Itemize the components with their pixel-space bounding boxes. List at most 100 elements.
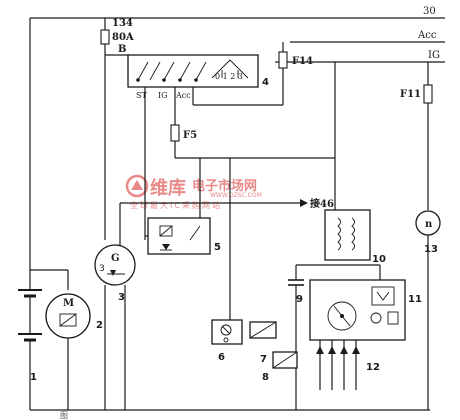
terminal-b-label: B xyxy=(118,44,126,55)
plug-lead-arrow-icon xyxy=(352,346,360,354)
starter-solenoid-diag xyxy=(59,313,77,327)
main-fuse-body xyxy=(100,29,110,45)
tachometer: n 13 xyxy=(415,210,441,410)
generator-g-label: G xyxy=(111,253,120,264)
plug-lead-arrow-icon xyxy=(328,346,336,354)
switch-terminal-dot xyxy=(194,78,198,82)
tachometer-number: 13 xyxy=(424,244,438,255)
tachometer-n-label: n xyxy=(425,219,433,230)
fuse-f11: F11 xyxy=(400,62,433,210)
starter-motor: M 2 xyxy=(30,269,103,410)
relay-number: 5 xyxy=(214,242,221,253)
distributor-module-number: 11 xyxy=(408,294,422,305)
coil-number: 10 xyxy=(372,254,386,265)
generator-diode-icon xyxy=(110,270,116,276)
generator-number: 3 xyxy=(118,292,125,303)
spark-plug-number: 12 xyxy=(366,362,380,373)
generator-phase-label: 3 xyxy=(99,264,105,274)
sensor-lamp-number: 6 xyxy=(218,352,225,363)
ignition-coil: 10 xyxy=(324,209,386,265)
bus-lines: 30 Acc IG xyxy=(30,6,445,63)
watermark-url: WWW.DZSC.COM xyxy=(210,192,262,199)
spark-plug-leads: 12 xyxy=(316,340,380,390)
connector-46-label: 接46 xyxy=(310,197,334,210)
fuse-f11-body xyxy=(423,84,433,104)
switch-contact-2 xyxy=(149,61,161,81)
bus-ig-label: IG xyxy=(428,50,440,61)
solenoid-8-diag xyxy=(272,351,298,369)
generator: G 3 3 xyxy=(94,244,136,410)
starter-solenoid xyxy=(59,313,77,327)
fuse-f14: F14 xyxy=(278,42,313,105)
distributor-module-body xyxy=(309,279,406,341)
connector-arrow-icon xyxy=(300,199,308,207)
ignition-coil-body xyxy=(324,209,371,261)
relay: 5 xyxy=(147,217,221,255)
bus-acc-label: Acc xyxy=(417,30,437,41)
starter-number: 2 xyxy=(96,320,103,331)
watermark-logo-mark xyxy=(131,180,143,190)
distributor-terminal xyxy=(387,311,399,325)
figure-caption: 图 xyxy=(60,411,68,420)
switch-acc-label: Acc xyxy=(175,91,191,100)
sensor-lamp-icon xyxy=(220,324,232,336)
coil-primary-winding xyxy=(337,217,341,251)
coil-secondary-winding xyxy=(351,217,355,251)
switch-terminal-dot xyxy=(162,78,166,82)
solenoid-valve-7: 7 xyxy=(249,321,277,365)
solenoid-valve-8: 8 xyxy=(262,351,298,383)
solenoid-7-diag xyxy=(249,321,277,339)
switch-terminal-dot xyxy=(178,78,182,82)
switch-contact-5 xyxy=(195,61,207,81)
fuse-f11-label: F11 xyxy=(400,89,421,100)
main-fuse: 134 80A B xyxy=(100,18,134,55)
watermark-brand: 维库 xyxy=(150,177,186,199)
sensor-lamp: 6 xyxy=(211,158,243,363)
capacitor-number: 9 xyxy=(296,294,303,305)
relay-coil xyxy=(159,225,173,237)
switch-contact-1 xyxy=(137,61,149,81)
watermark: 维库 电子市场网 WWW.DZSC.COM 全球最大IC采购网站 xyxy=(125,174,262,210)
relay-body xyxy=(147,217,211,255)
sensor-lamp-dot xyxy=(223,337,229,343)
relay-coil-diag xyxy=(159,225,173,237)
switch-st-label: ST xyxy=(136,91,147,100)
battery-number: 1 xyxy=(30,372,37,383)
watermark-tagline: 全球最大IC采购网站 xyxy=(130,200,222,210)
relay-diode-icon xyxy=(162,244,170,250)
switch-terminal-dot xyxy=(136,78,140,82)
sensor-lamp-cross xyxy=(221,325,231,335)
ignition-switch-body xyxy=(127,54,259,88)
watermark-logo-icon xyxy=(125,174,149,198)
watermark-name: 电子市场网 xyxy=(192,178,257,194)
distributor-rotor xyxy=(327,301,357,331)
switch-contact-3 xyxy=(163,61,175,81)
relay-contact xyxy=(189,225,201,241)
solenoid-7-number: 7 xyxy=(260,354,267,365)
capacitor: 9 xyxy=(288,265,304,410)
fuse-f5: F5 xyxy=(170,124,197,158)
bus-30-label: 30 xyxy=(423,6,436,17)
sensor-lamp-body xyxy=(211,319,243,345)
battery: 1 xyxy=(18,270,42,410)
fuse-f5-label: F5 xyxy=(183,130,197,141)
distributor-rotor-hub xyxy=(340,314,344,318)
distributor-sensor-icon xyxy=(376,291,390,301)
starter-m-label: M xyxy=(63,298,74,309)
main-fuse-rating: 80A xyxy=(112,32,134,43)
switch-ig-label: IG xyxy=(158,91,168,100)
main-fuse-number: 134 xyxy=(112,18,133,29)
distributor-pickup-icon xyxy=(370,312,382,324)
generator-body xyxy=(94,244,136,286)
plug-lead-arrow-icon xyxy=(316,346,324,354)
switch-contact-4 xyxy=(179,61,191,81)
distributor-module: 11 xyxy=(309,279,422,341)
fuse-f5-body xyxy=(170,124,180,142)
distributor-sensor xyxy=(371,286,395,306)
fuse-f14-body xyxy=(278,51,288,69)
plug-lead-arrow-icon xyxy=(340,346,348,354)
solenoid-8-number: 8 xyxy=(262,372,269,383)
switch-number: 4 xyxy=(262,77,269,88)
switch-position-arc xyxy=(211,59,249,79)
